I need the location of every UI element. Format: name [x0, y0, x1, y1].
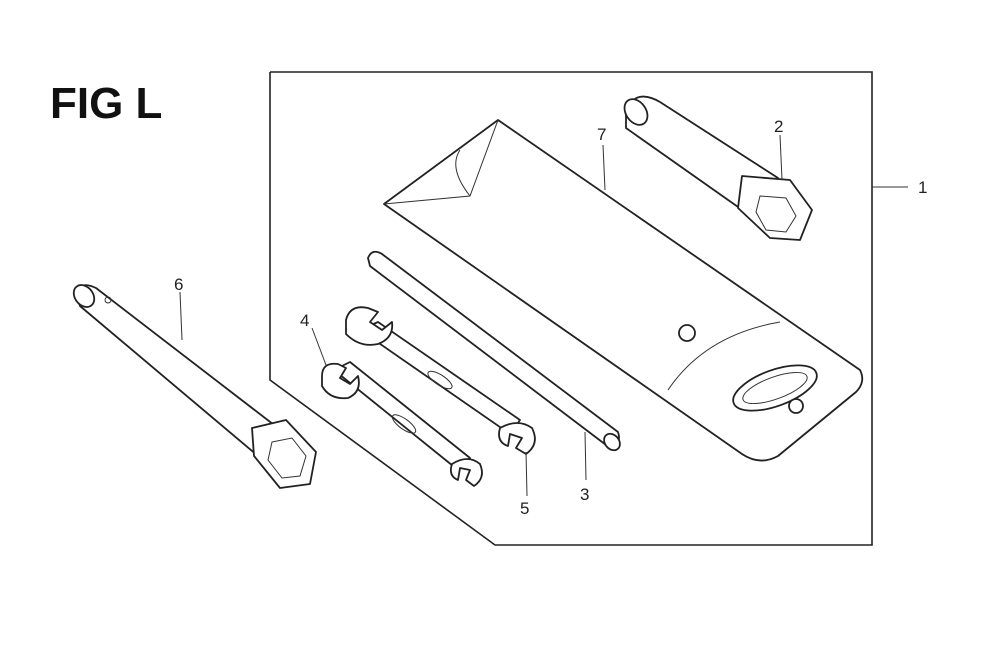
leader-5 — [525, 451, 528, 497]
callout-3: 3 — [580, 485, 589, 504]
tommy-bar-3 — [367, 250, 621, 452]
callout-2: 2 — [774, 117, 783, 136]
callout-5: 5 — [520, 499, 529, 518]
leader-6 — [179, 291, 183, 341]
leader-2 — [779, 134, 783, 181]
callout-1: 1 — [918, 178, 927, 197]
socket-wrench-2 — [623, 95, 813, 241]
leader-4 — [311, 327, 327, 366]
tool-bag — [383, 119, 864, 462]
leader-3 — [584, 431, 587, 481]
open-end-wrench-4 — [321, 361, 483, 487]
socket-wrench-6 — [72, 284, 317, 489]
callout-7: 7 — [597, 125, 606, 144]
assembly-outline — [269, 71, 873, 546]
callout-4: 4 — [300, 311, 309, 330]
figure-title: FIG L — [50, 79, 163, 128]
open-end-wrench-5 — [345, 306, 536, 455]
callout-6: 6 — [174, 275, 183, 294]
leader-7 — [602, 144, 606, 191]
